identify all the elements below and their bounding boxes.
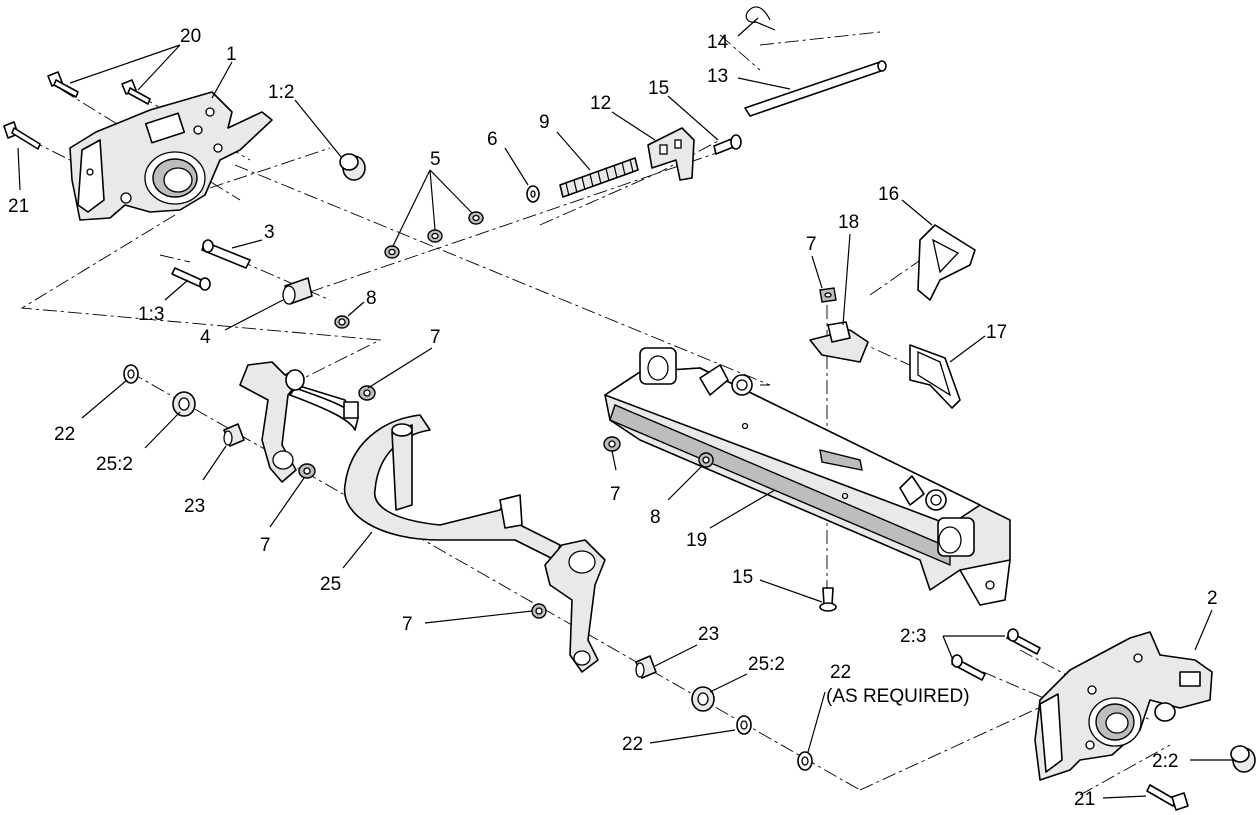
callout-6: 6	[487, 129, 498, 150]
callout-1-3: 1:3	[138, 304, 164, 325]
callout-22-left: 22	[54, 424, 75, 445]
callout-2-2: 2:2	[1152, 751, 1178, 772]
pivot-weldment-part-25	[239, 361, 606, 673]
callout-25-2-left: 25:2	[96, 454, 133, 475]
callout-15-top: 15	[648, 78, 669, 99]
callout-labels: 20 1 1:2 21 3 1:3 4 8 5 6 9 12 15 13 14 …	[8, 26, 1218, 810]
callout-12: 12	[590, 93, 611, 114]
callout-7-bottom: 7	[402, 614, 413, 635]
callout-16: 16	[878, 184, 899, 205]
callout-20: 20	[180, 26, 201, 47]
bracket-right-part-2	[1034, 631, 1213, 781]
callout-13: 13	[707, 66, 728, 87]
callout-9: 9	[539, 112, 550, 133]
callout-15-bottom: 15	[732, 567, 753, 588]
callout-7-left: 7	[260, 535, 271, 556]
callout-1: 1	[226, 44, 237, 65]
callout-7-beam: 7	[610, 484, 621, 505]
callout-7-mid: 7	[430, 327, 441, 348]
leader-lines	[17, 17, 1233, 799]
callout-7-top: 7	[806, 234, 817, 255]
callout-17: 17	[986, 322, 1007, 343]
callout-23-left: 23	[184, 496, 205, 517]
callout-2: 2	[1207, 588, 1218, 609]
callout-25-2-right: 25:2	[748, 654, 785, 675]
callout-8-beam: 8	[650, 507, 661, 528]
callout-4: 4	[200, 327, 211, 348]
callout-22-bottom: 22	[622, 734, 643, 755]
callout-1-2: 1:2	[268, 82, 294, 103]
callout-3: 3	[264, 222, 275, 243]
bracket-left-part-1	[69, 91, 273, 221]
callout-14: 14	[707, 32, 729, 53]
callout-2-3: 2:3	[900, 626, 926, 647]
callout-21-bottom: 21	[1074, 789, 1095, 810]
callout-18: 18	[838, 212, 859, 233]
callout-21-left: 21	[8, 196, 29, 217]
hardware	[3, 6, 1256, 811]
cross-beam-part-19	[604, 347, 1011, 606]
callout-as-required-note: (AS REQUIRED)	[826, 686, 970, 707]
callout-22-as-required: 22	[830, 662, 851, 683]
callout-5: 5	[430, 149, 441, 170]
callout-25: 25	[320, 574, 341, 595]
callout-23-right: 23	[698, 624, 719, 645]
callout-19: 19	[686, 530, 707, 551]
callout-8-left: 8	[366, 288, 377, 309]
